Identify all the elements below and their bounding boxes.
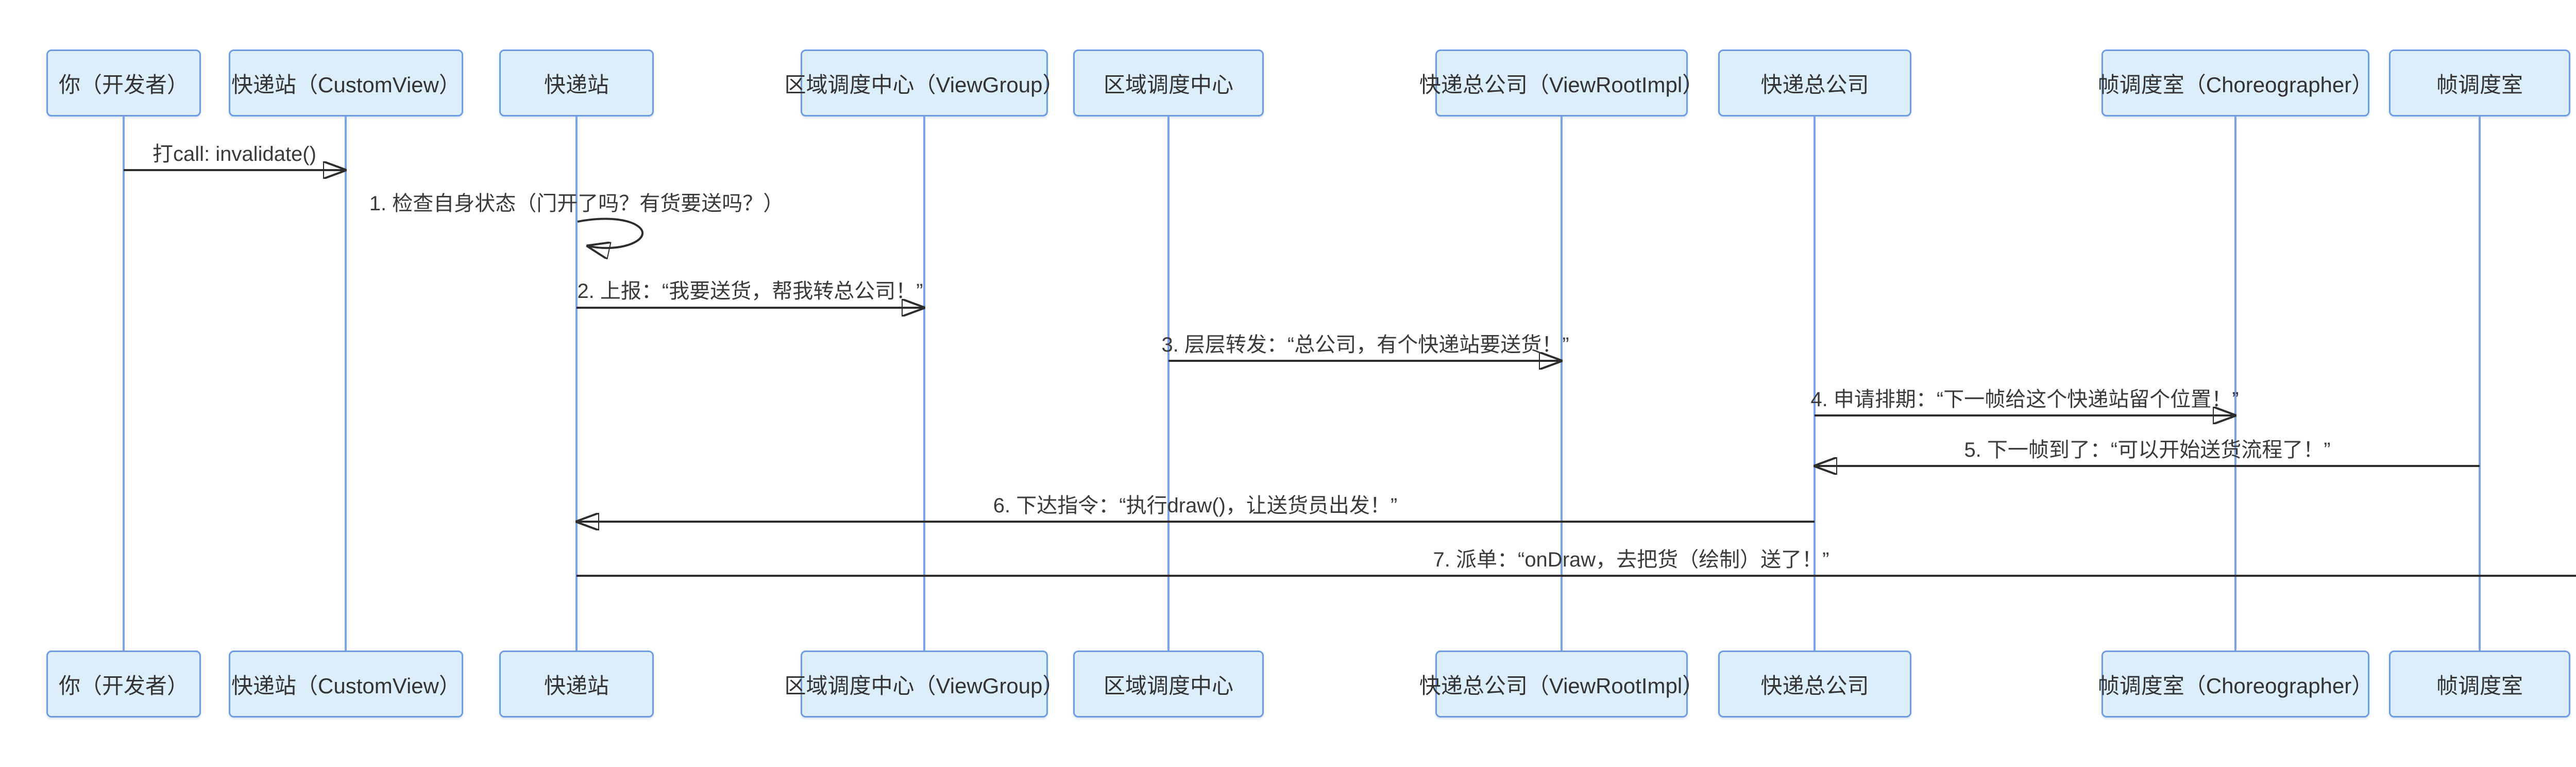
participant-bottom-choreographer: 帧调度室（Choreographer） <box>2098 651 2373 718</box>
lifeline-viewrootimpl <box>1561 116 1563 651</box>
participant-top-customview: 快递站（CustomView） <box>229 49 463 116</box>
participant-bottom-viewrootimpl: 快递总公司（ViewRootImpl） <box>1419 651 1704 718</box>
lifeline-choreographer <box>2234 116 2236 651</box>
message-report: 2. 上报：“我要送货，帮我转总公司！” <box>577 280 923 303</box>
message-self-check: 1. 检查自身状态（门开了吗？有货要送吗？） <box>369 192 784 215</box>
lifeline-station <box>575 116 578 651</box>
participant-bottom-frame-room: 帧调度室 <box>2389 651 2570 718</box>
arrow-self-check <box>577 218 644 248</box>
participant-bottom-station: 快递站 <box>499 651 654 718</box>
participant-top-viewrootimpl: 快递总公司（ViewRootImpl） <box>1419 49 1704 116</box>
participant-top-dev: 你（开发者） <box>46 49 201 116</box>
participant-bottom-dev: 你（开发者） <box>46 651 201 718</box>
message-dispatch: 7. 派单：“onDraw，去把货（绘制）送了！” <box>1433 548 1829 571</box>
participant-bottom-dispatch-center: 区域调度中心 <box>1073 651 1264 718</box>
lifeline-dispatch-center <box>1167 116 1170 651</box>
participant-top-frame-room: 帧调度室 <box>2389 49 2570 116</box>
lifeline-dev <box>123 116 125 651</box>
message-frame-arrived: 5. 下一帧到了：“可以开始送货流程了！” <box>1964 439 2331 461</box>
lifeline-viewgroup <box>923 116 925 651</box>
participant-top-viewgroup: 区域调度中心（ViewGroup） <box>785 49 1064 116</box>
lifeline-headquarters <box>1814 116 1816 651</box>
participant-top-station: 快递站 <box>499 49 654 116</box>
message-draw-command: 6. 下达指令：“执行draw()，让送货员出发！” <box>993 494 1398 517</box>
message-schedule: 4. 申请排期：“下一帧给这个快递站留个位置！” <box>1810 388 2239 411</box>
message-forward: 3. 层层转发：“总公司，有个快递站要送货！” <box>1161 334 1569 356</box>
participant-bottom-headquarters: 快递总公司 <box>1718 651 1911 718</box>
participant-top-dispatch-center: 区域调度中心 <box>1073 49 1264 116</box>
lifeline-frame-room <box>2479 116 2481 651</box>
message-invalidate: 打call: invalidate() <box>152 143 316 165</box>
participant-bottom-viewgroup: 区域调度中心（ViewGroup） <box>785 651 1064 718</box>
lifeline-customview <box>345 116 347 651</box>
participant-bottom-customview: 快递站（CustomView） <box>229 651 463 718</box>
participant-top-choreographer: 帧调度室（Choreographer） <box>2098 49 2373 116</box>
participant-top-headquarters: 快递总公司 <box>1718 49 1911 116</box>
